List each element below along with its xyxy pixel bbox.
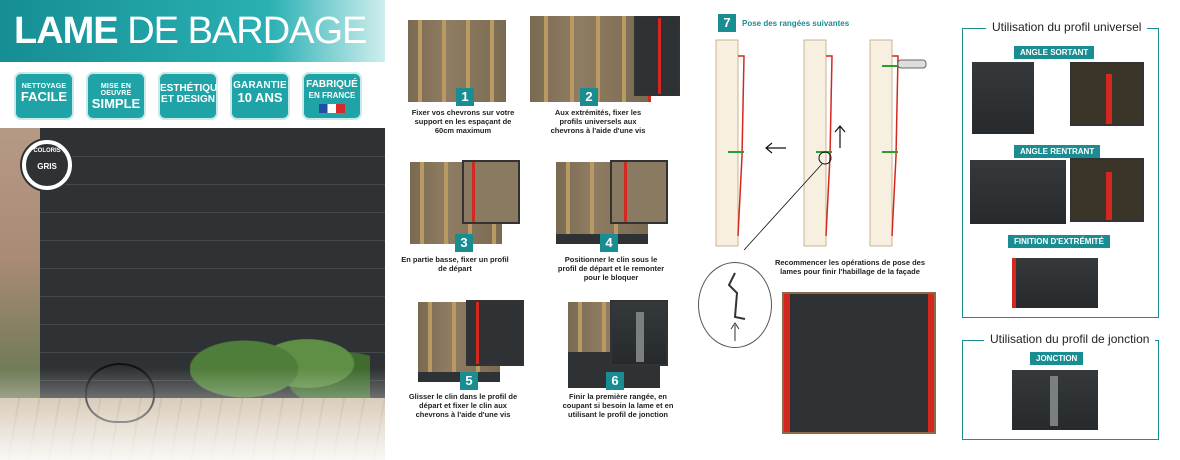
jonction-image bbox=[1012, 370, 1098, 430]
step2-zoom bbox=[634, 16, 680, 96]
step3-zoom bbox=[462, 160, 520, 224]
badge-esthetique: ESTHÉTIQUE ET DESIGN bbox=[158, 72, 224, 120]
step-caption: Glisser le clin dans le profil de départ… bbox=[408, 392, 518, 419]
step-caption: Finir la première rangée, en coupant si … bbox=[562, 392, 674, 419]
step-caption: Aux extrémités, fixer les profils univer… bbox=[550, 108, 646, 135]
profil-universel-title: Utilisation du profil universel bbox=[986, 20, 1148, 34]
angle-rentrant-image bbox=[970, 160, 1066, 224]
step7-caption: Recommencer les opérations de pose des l… bbox=[774, 258, 926, 276]
step5-zoom bbox=[466, 300, 524, 366]
badge-fabrique: FABRIQUÉ EN FRANCE bbox=[302, 72, 362, 120]
badge-mise-en-oeuvre: MISE EN OEUVRE SIMPLE bbox=[86, 72, 146, 120]
step-caption: Fixer vos chevrons sur votre support en … bbox=[411, 108, 515, 135]
photo-fade bbox=[0, 368, 385, 460]
coloris-badge: COLORIS GRIS bbox=[22, 140, 72, 190]
clip-detail-diagram bbox=[727, 272, 746, 341]
step-number: 2 bbox=[580, 88, 598, 106]
angle-sortant-image bbox=[972, 62, 1034, 134]
profil-jonction-title: Utilisation du profil de jonction bbox=[984, 332, 1156, 346]
badge-small: NETTOYAGE bbox=[21, 83, 67, 90]
step-number: 6 bbox=[606, 372, 624, 390]
coloris-label: COLORIS bbox=[33, 148, 61, 154]
step-number: 7 bbox=[718, 14, 736, 32]
step7-title: Pose des rangées suivantes bbox=[742, 19, 850, 28]
badge-garantie: GARANTIE 10 ANS bbox=[230, 72, 290, 120]
step-number: 1 bbox=[456, 88, 474, 106]
product-photo: COLORIS GRIS bbox=[0, 128, 385, 460]
badge-nettoyage: NETTOYAGE FACILE bbox=[14, 72, 74, 120]
tag-jonction: JONCTION bbox=[1030, 352, 1084, 365]
badge-line2: ET DESIGN bbox=[161, 94, 215, 105]
badge-line2: EN FRANCE bbox=[308, 91, 356, 100]
tag-finition-extremite: FINITION D'EXTRÉMITÉ bbox=[1008, 235, 1110, 248]
tag-angle-rentrant: ANGLE RENTRANT bbox=[1014, 145, 1101, 158]
step-number: 4 bbox=[600, 234, 618, 252]
badge-small: MISE EN OEUVRE bbox=[100, 83, 132, 97]
step4-zoom bbox=[610, 160, 668, 224]
french-flag-icon bbox=[319, 104, 345, 113]
step2-illustration bbox=[530, 16, 651, 102]
section-diagram bbox=[715, 39, 927, 250]
angle-rentrant-zoom bbox=[1070, 158, 1144, 222]
badge-small: GARANTIE bbox=[233, 80, 287, 91]
step-caption: Positionner le clin sous le profil de dé… bbox=[557, 255, 665, 282]
title-bold: LAME bbox=[14, 10, 119, 52]
step-number: 3 bbox=[455, 234, 473, 252]
badge-line1: FABRIQUÉ bbox=[306, 79, 358, 90]
tag-angle-sortant: ANGLE SORTANT bbox=[1014, 46, 1095, 59]
coloris-value: GRIS bbox=[37, 162, 57, 171]
badge-large: 10 ANS bbox=[237, 90, 283, 105]
finished-facade bbox=[782, 292, 936, 434]
angle-sortant-zoom bbox=[1070, 62, 1144, 126]
title-banner bbox=[0, 0, 385, 62]
step6-zoom bbox=[610, 300, 668, 366]
badge-line1: ESTHÉTIQUE bbox=[160, 83, 224, 94]
step-number: 5 bbox=[460, 372, 478, 390]
finition-extremite-image bbox=[1012, 258, 1098, 308]
detail-circle bbox=[698, 262, 772, 348]
title-rest: DE BARDAGE bbox=[127, 10, 367, 52]
badge-large: FACILE bbox=[20, 89, 68, 104]
step-caption: En partie basse, fixer un profil de dépa… bbox=[401, 255, 509, 273]
badge-large: SIMPLE bbox=[91, 96, 141, 111]
page-title: LAME DE BARDAGE bbox=[14, 8, 367, 54]
